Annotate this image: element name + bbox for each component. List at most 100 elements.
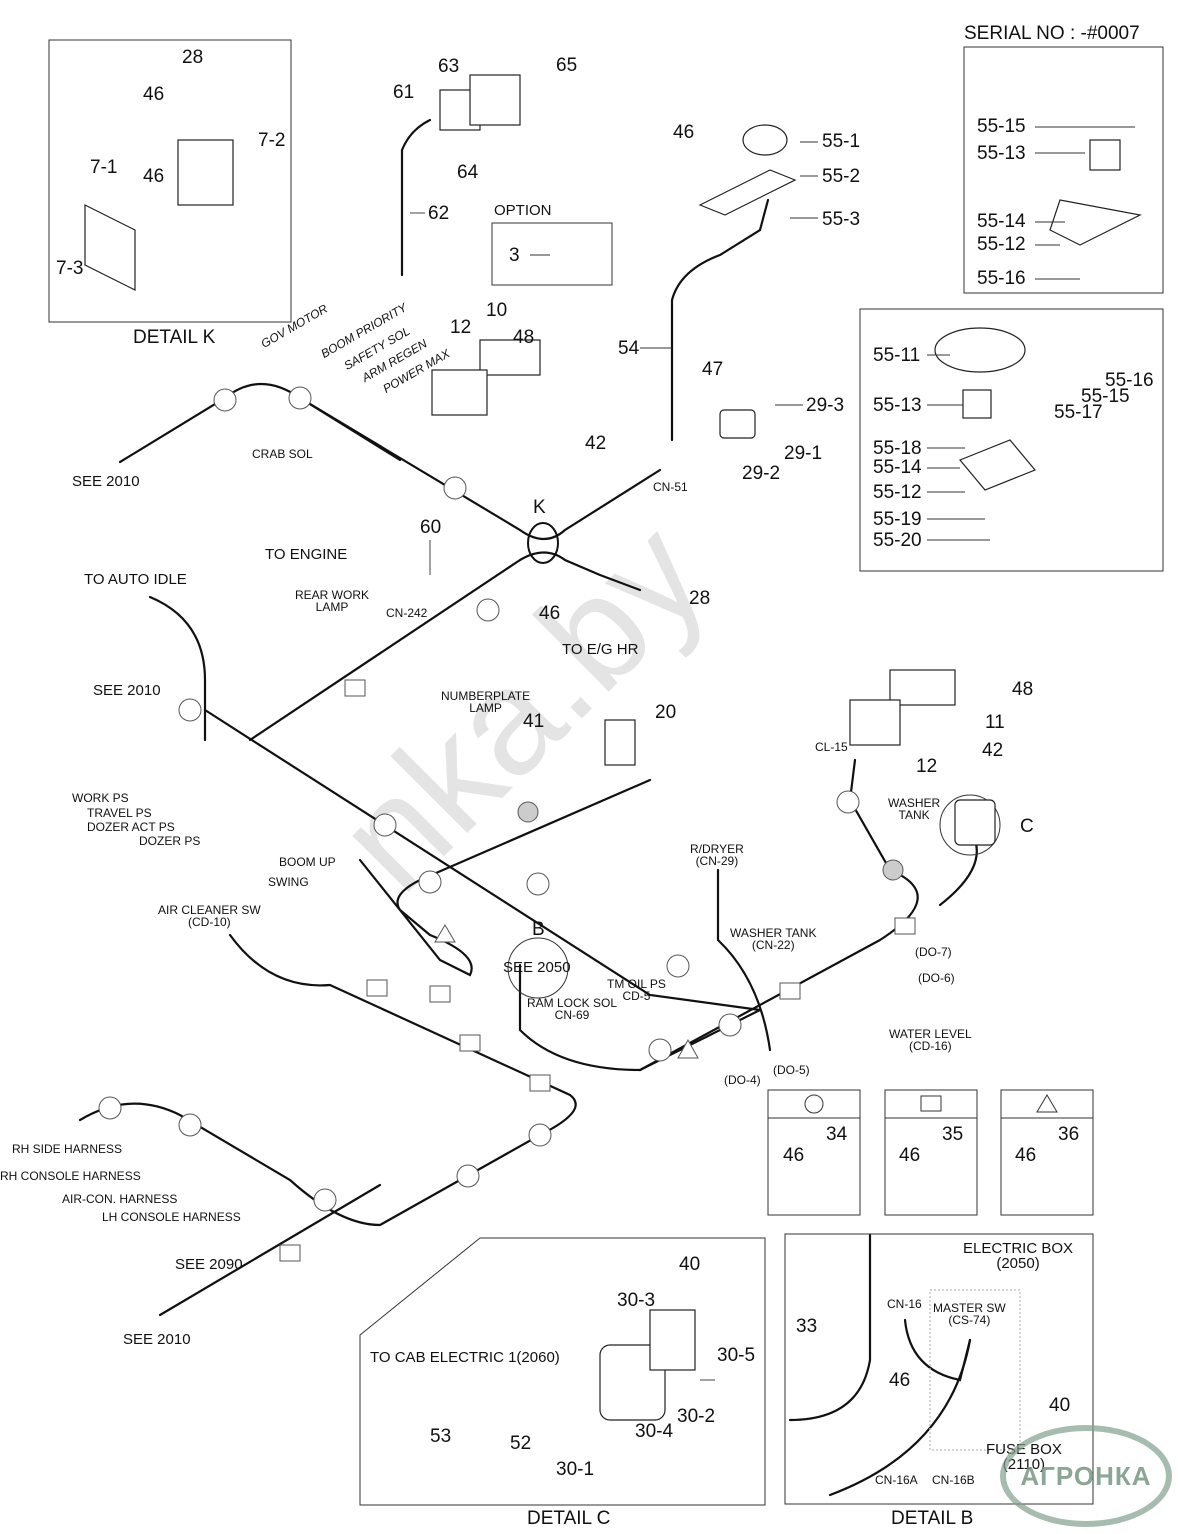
part-label-55-11: 55-11 [873,345,921,366]
part-label-46: 46 [143,84,165,105]
bracket-12 [431,369,488,416]
switch-10 [479,339,541,376]
part-label-12: 12 [916,756,938,777]
connector-rdryer: R/DRYER (CN-29) [690,842,744,868]
connector-swing: SWING [268,875,309,889]
part-label-29-3: 29-3 [806,395,845,416]
relay-box-7-2 [177,139,234,206]
ref-see-2090: SEE 2090 [175,1256,243,1273]
ref-see-2010: SEE 2010 [93,682,161,699]
connector-cn242: CN-242 [386,606,428,620]
legend-square-clamp: 35 [942,1124,964,1145]
part-label-46: 46 [143,166,165,187]
harness-washer [938,838,978,907]
washer-tank-thumb [954,799,996,846]
part-label-20: 20 [655,702,677,723]
legend-circle-box [767,1089,861,1216]
connector-tm-oil-ps: TM OIL PS CD-5 [607,977,666,1003]
part-label-55-20: 55-20 [873,530,922,551]
ref-to-engine: TO ENGINE [265,546,348,563]
detail-b-title: DETAIL B [891,1508,974,1529]
washer-tank-label: WASHER TANK [888,796,941,822]
connector-travel-ps: TRAVEL PS [87,806,152,820]
part-label-55-14: 55-14 [873,457,922,478]
bracket-30-5 [649,1309,696,1371]
connector-lh-console-harness: LH CONSOLE HARNESS [102,1210,241,1224]
part-label-55-12: 55-12 [977,234,1026,255]
harness-62 [400,118,432,277]
detail-k-marker: K [533,497,546,518]
connector-do6: (DO-6) [918,971,955,985]
harness-auto-idle [148,595,207,742]
detail-c-marker: C [1020,816,1034,837]
connector-air-con-harness: AIR-CON. HARNESS [62,1192,178,1206]
part-label-55-1: 55-1 [822,131,861,152]
part-label-55-12: 55-12 [873,482,922,503]
part-label-55-15: 55-15 [977,116,1026,137]
detail-b-wire1 [788,1233,872,1422]
logo-text: АГРОНКА [1020,1460,1152,1491]
washer-tank-30-2 [599,1344,666,1421]
connector-dozer-ps: DOZER PS [139,834,201,848]
ref-see-2010: SEE 2010 [72,473,140,490]
part-55-13-large [962,389,992,419]
connector-boom-up: BOOM UP [279,855,336,869]
part-label-55-15: 55-15 [1081,386,1130,407]
ref-to-eg-hr: TO E/G HR [562,641,639,658]
lamp-cover-63 [469,74,521,126]
detail-b-wire2 [903,1318,972,1382]
connector-washer-tank: WASHER TANK (CN-22) [730,926,817,952]
connector-do5: (DO-5) [773,1063,810,1077]
part-label-33: 33 [796,1316,818,1337]
connector-work-ps: WORK PS [72,791,129,805]
part-label-55-16: 55-16 [977,268,1026,289]
beacon-55-1 [742,124,788,156]
harness-lower-loop [78,933,577,1227]
legend-square-box [884,1089,978,1216]
connector-air-cleaner-sw: AIR CLEANER SW (CD-10) [158,903,261,929]
option-label: OPTION [494,202,552,219]
connector-ram-lock-sol: RAM LOCK SOL CN-69 [527,996,618,1022]
part-label-61: 61 [393,82,415,103]
harness-54 [670,198,770,442]
part-label-52: 52 [510,1433,532,1454]
part-label-28: 28 [689,588,711,609]
bracket-55-2 [698,169,797,216]
part-label-46: 46 [539,603,561,624]
legend-triangle-box [1000,1089,1094,1216]
part-label-63: 63 [438,56,460,77]
detail-c-title: DETAIL C [527,1508,611,1529]
part-label-12: 12 [450,317,472,338]
part-label-42: 42 [982,740,1004,761]
part-label-55-18: 55-18 [873,438,922,459]
part-label-55-19: 55-19 [873,509,922,530]
switch-11 [889,669,956,706]
part-label-30-4: 30-4 [635,1421,674,1442]
part-label-55-13: 55-13 [977,143,1026,164]
gasket-55-14-small [1049,199,1142,246]
part-label-55-13: 55-13 [873,395,922,416]
legend-circle-clamp: 34 [826,1124,848,1145]
agronka-logo: АГРОНКА [1000,1425,1172,1527]
ref-see-2050: SEE 2050 [503,959,571,976]
part-label-7-2: 7-2 [258,130,286,151]
harness-cross-body [203,708,762,1012]
connector-dozer-act-ps: DOZER ACT PS [87,820,175,834]
part-label-60: 60 [420,517,442,538]
legend-square-bolt: 46 [899,1145,921,1166]
harness-to-right [638,758,919,1072]
connector-rear-work-lamp: REAR WORK LAMP [295,588,370,614]
connector-do4: (DO-4) [724,1073,761,1087]
part-label-29-2: 29-2 [742,463,781,484]
bracket-20 [604,719,636,766]
cover-plate-7-1 [84,204,136,291]
harness-down [298,396,402,462]
ref-to-cab-electric: TO CAB ELECTRIC 1(2060) [370,1349,560,1366]
detail-b-wire3 [828,1338,972,1497]
part-label-47: 47 [702,359,724,380]
part-label-11: 11 [985,712,1005,733]
connector-rh-side-harness: RH SIDE HARNESS [12,1142,123,1156]
connector-master-sw: MASTER SW (CS-74) [933,1301,1006,1327]
connector-cl15: CL-15 [815,740,848,754]
